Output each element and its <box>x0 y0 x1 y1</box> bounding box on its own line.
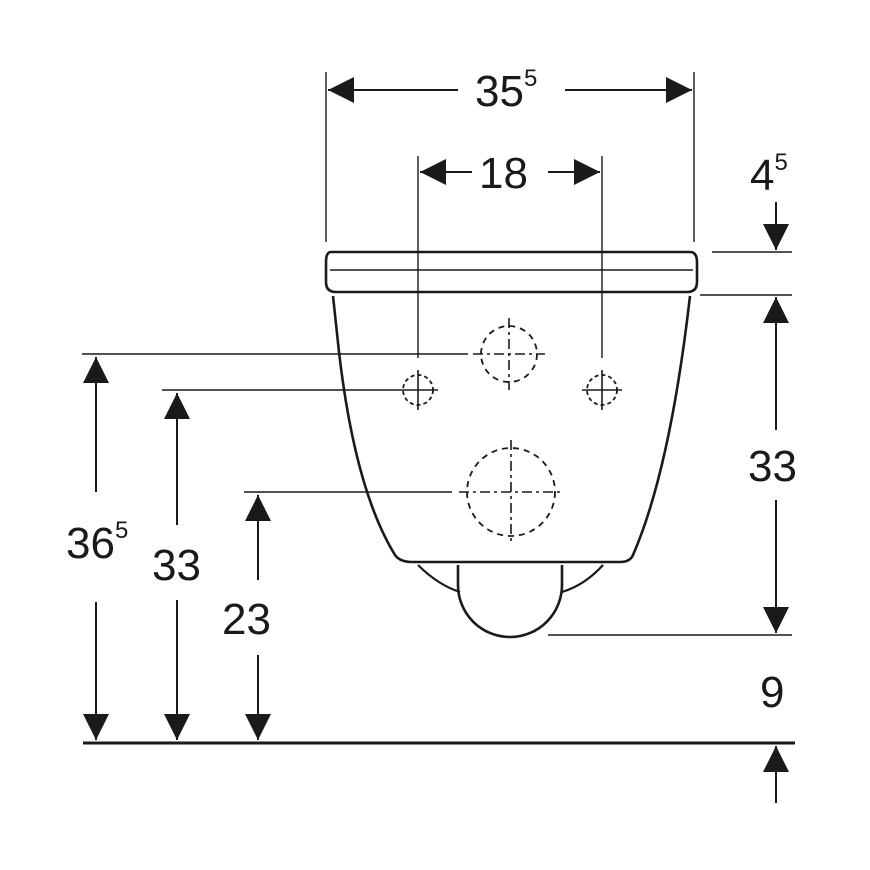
bowl-foot-right <box>561 564 604 594</box>
bowl-body <box>331 295 692 564</box>
waste-outlet <box>456 565 564 639</box>
dimension-inlet-height: 365 <box>66 357 128 740</box>
water-inlet-circle <box>473 318 545 390</box>
dimension-bowl-height-label: 33 <box>748 442 797 491</box>
seat-lid <box>324 250 699 294</box>
dimension-floor-gap-label: 9 <box>760 668 784 717</box>
fixing-bolt-left <box>398 370 438 410</box>
fixing-bolt-right <box>582 370 622 410</box>
dimension-bolt-height: 33 <box>152 393 201 740</box>
dimension-lid-thickness: 45 <box>750 149 789 250</box>
dimension-bolt-height-label: 33 <box>152 541 201 590</box>
dimension-outlet-height-label: 23 <box>222 595 271 644</box>
dimension-bowl-height: 33 <box>748 297 797 633</box>
dimension-floor-gap: 9 <box>760 668 789 803</box>
dimension-inlet-height-label: 365 <box>66 517 128 568</box>
bowl-foot <box>417 564 461 594</box>
dimension-total-width: 355 <box>328 65 692 116</box>
dimension-pipe-spacing-label: 18 <box>479 149 528 198</box>
waste-outlet-circle <box>459 440 563 544</box>
dimension-total-width-label: 355 <box>475 65 537 116</box>
dimension-outlet-height: 23 <box>222 495 271 740</box>
dimension-lid-thickness-label: 45 <box>750 149 788 200</box>
toilet-outline <box>324 250 699 639</box>
extension-lines <box>82 72 792 636</box>
dimension-pipe-spacing: 18 <box>420 149 600 198</box>
